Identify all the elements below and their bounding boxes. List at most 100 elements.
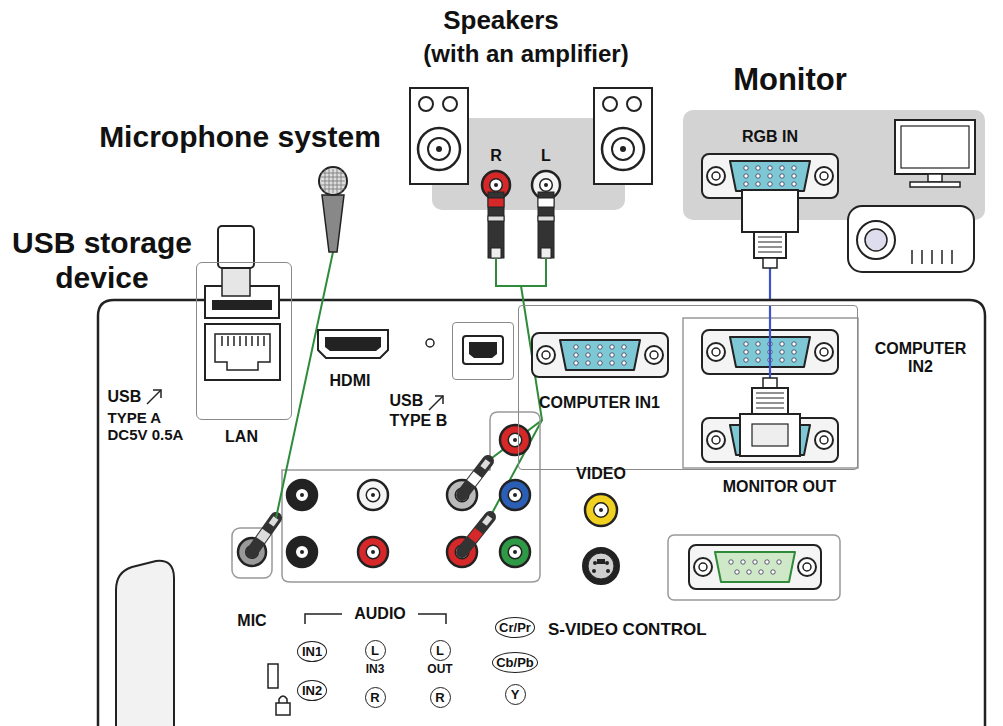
usb-b-port <box>463 336 503 364</box>
connector-pin <box>744 358 748 362</box>
channel-label: R <box>490 147 502 165</box>
jack-group-outline <box>282 412 540 582</box>
connector-screw <box>803 563 811 571</box>
plug-band <box>488 216 504 221</box>
plug-band <box>488 198 504 207</box>
connector-screw <box>712 172 720 180</box>
rca-jack <box>287 537 317 567</box>
tilt-foot <box>116 561 174 726</box>
connector-pin <box>598 361 602 365</box>
plug-band <box>472 531 479 540</box>
connector-pin <box>780 166 784 170</box>
rca-plug <box>538 192 554 258</box>
connector-pin <box>756 166 760 170</box>
bracket <box>418 614 446 624</box>
channel-label: L <box>541 147 551 165</box>
port-label: MONITOR OUT <box>723 478 836 496</box>
jack-ring <box>585 494 617 526</box>
vga-plug-shell <box>740 414 800 456</box>
port-label: USB <box>108 388 142 406</box>
connector-screw <box>820 348 828 356</box>
plug-sleeve <box>484 517 490 524</box>
monitor-screen <box>901 126 969 168</box>
port-badge: L <box>430 640 451 661</box>
connector-screw <box>537 346 555 364</box>
connector-screw <box>707 343 725 361</box>
security-slot <box>268 664 278 688</box>
badge-text: L <box>436 644 444 657</box>
connector-screw <box>712 436 720 444</box>
speaker-cable <box>490 420 542 517</box>
connector-shell <box>715 552 795 582</box>
rca-jack <box>500 537 530 567</box>
speaker-tweeter <box>419 97 433 111</box>
pointer-arrow <box>153 390 161 398</box>
vga-plug-grip <box>756 408 784 409</box>
hdmi-port <box>325 337 381 351</box>
device-heading: Speakers <box>443 6 559 36</box>
d-sub-connector <box>689 545 821 589</box>
connector-pin <box>756 358 760 362</box>
connector-screw <box>542 351 550 359</box>
port-label: COMPUTER IN1 <box>539 394 660 412</box>
jack-pin <box>300 550 304 554</box>
jack-socket <box>366 545 380 559</box>
rca-jack <box>500 480 530 510</box>
connector-pin <box>768 174 772 178</box>
badge-text: R <box>435 691 444 704</box>
jack-pin <box>513 493 517 497</box>
connector-screw <box>645 346 663 364</box>
port-badge: R <box>365 687 386 708</box>
badge-text: Cb/Pb <box>496 656 534 669</box>
connector-flange <box>532 333 668 377</box>
indicator-hole <box>426 339 434 347</box>
port-badge: IN1 <box>297 641 326 662</box>
port-label: COMPUTER IN2 <box>871 340 971 377</box>
microphone-handle <box>322 195 344 252</box>
projector-back-panel <box>98 300 985 726</box>
lan-pin <box>251 336 253 346</box>
speaker-icon <box>410 88 468 184</box>
connector-screw <box>712 348 720 356</box>
jack-pin <box>544 183 548 187</box>
vga-plug-shell <box>752 424 788 446</box>
port-badge: L <box>365 640 386 661</box>
projector-vent <box>931 250 933 264</box>
connector-pin <box>622 353 626 357</box>
connector-pin <box>744 342 748 346</box>
vga-plug-grip <box>758 247 782 248</box>
connector-pin <box>768 166 772 170</box>
monitor-panel: MonitorRGB IN <box>683 110 985 220</box>
pointer-arrow <box>429 396 443 410</box>
pointer-arrow <box>435 396 443 404</box>
rca-jack <box>358 480 388 510</box>
connector-screw <box>820 172 828 180</box>
lock-symbol <box>276 703 290 715</box>
connector-pin <box>768 182 772 186</box>
connector-pin <box>753 560 757 564</box>
connector-pin <box>744 350 748 354</box>
connector-pin <box>741 560 745 564</box>
connector-pin <box>610 345 614 349</box>
vga-plug-grip <box>756 403 784 404</box>
vga-plug-grip <box>756 398 784 399</box>
lan-pin <box>239 336 241 346</box>
device-heading: Microphone system <box>99 120 381 155</box>
connector-screw <box>798 558 816 576</box>
jack-pin <box>371 550 375 554</box>
connector-screw <box>815 167 833 185</box>
jack-ring <box>500 480 530 510</box>
plug-body <box>462 461 488 495</box>
lock-symbol <box>279 696 287 703</box>
plug-sleeve <box>541 248 551 258</box>
badge-text: Cr/Pr <box>499 621 531 634</box>
connector-pin <box>598 345 602 349</box>
projector-vent <box>911 250 913 264</box>
vga-plug-grip <box>758 242 782 243</box>
angled-plug <box>462 461 488 495</box>
connector-pin <box>586 361 590 365</box>
vga-plug-grip <box>756 393 784 394</box>
